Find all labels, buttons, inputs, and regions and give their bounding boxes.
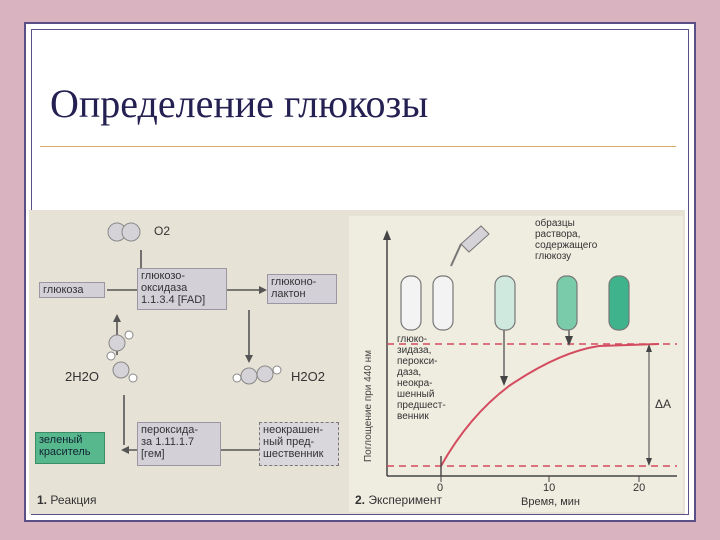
- x-tick-0: 0: [437, 482, 444, 494]
- x-tick-10: 10: [543, 482, 556, 494]
- arrowhead-water: [113, 314, 121, 322]
- precursor-line-2: ный пред-: [263, 436, 315, 448]
- o2-molecule: [107, 222, 141, 242]
- water-molecule: [106, 330, 138, 383]
- title-divider: [40, 146, 676, 147]
- samples-label: образцы раствора, содержащего глюкозу: [535, 218, 597, 262]
- oxidase-line-2: оксидаза: [141, 282, 188, 294]
- pipette: [450, 225, 490, 267]
- absorbance-curve: [440, 343, 660, 467]
- o2-label: O2: [154, 224, 171, 238]
- slide: Определение глюкозы: [24, 22, 696, 522]
- green-dye-box: зеленый краситель: [35, 432, 105, 464]
- peroxidase-box: пероксида- за 1.11.1.7 [гем]: [137, 422, 221, 466]
- reagent-line-8: венник: [397, 411, 429, 422]
- reagent-line-2: зидаза,: [397, 345, 432, 356]
- precursor-box: неокрашен- ный пред- шественник: [259, 422, 339, 466]
- samples-line-3: содержащего: [535, 240, 598, 251]
- perox-line-3: [гем]: [141, 448, 165, 460]
- perox-line-1: пероксида-: [141, 424, 199, 436]
- gluconolactone-box: глюконо- лактон: [267, 274, 337, 304]
- reagent-line-3: перокси-: [397, 356, 438, 367]
- tube-2: [432, 275, 454, 331]
- delta-a-label: ΔA: [655, 397, 672, 411]
- arrowhead-dye: [121, 446, 129, 454]
- experiment-panel: образцы раствора, содержащего глюкозу По…: [349, 216, 683, 512]
- glucose-oxidase-box: глюкозо- оксидаза 1.1.3.4 [FAD]: [137, 268, 227, 310]
- slide-title: Определение глюкозы: [50, 81, 429, 126]
- experiment-caption-text: Эксперимент: [368, 493, 442, 507]
- reagent-line-7: предшест-: [397, 400, 446, 411]
- test-tubes: [400, 275, 630, 331]
- oxidase-line-1: глюкозо-: [141, 270, 186, 282]
- lactone-line-2: лактон: [271, 288, 306, 300]
- tube-3: [494, 275, 516, 331]
- reagent-line-4: даза,: [397, 367, 422, 378]
- experiment-caption: 2. Эксперимент: [355, 493, 442, 507]
- reaction-arrows: [106, 222, 282, 454]
- x-tick-20: 20: [633, 482, 646, 494]
- oxidase-line-3: 1.1.3.4 [FAD]: [141, 294, 206, 306]
- pointer-arrowhead-2: [565, 336, 573, 346]
- water-label: 2H2O: [65, 369, 99, 384]
- y-axis-label: Поглощение при 440 нм: [363, 349, 374, 462]
- experiment-graph: [383, 225, 677, 482]
- glucose-figure: O2 глюкоза глюкозо- оксидаза 1.1.3.4 [FA…: [29, 210, 685, 514]
- arrowhead-lactone: [259, 286, 267, 294]
- reagents-label: глюко- зидаза, перокси- даза, неокра- ше…: [397, 334, 446, 422]
- perox-line-2: за 1.11.1.7: [141, 436, 195, 448]
- experiment-caption-num: 2.: [355, 493, 366, 507]
- h2o2-molecule: [232, 365, 282, 385]
- tube-4: [556, 275, 578, 331]
- dye-line-2: краситель: [39, 446, 91, 458]
- y-axis-arrowhead: [383, 230, 391, 240]
- samples-line-4: глюкозу: [535, 251, 572, 262]
- glucose-box: глюкоза: [39, 282, 105, 298]
- x-axis-label: Время, мин: [521, 496, 580, 508]
- samples-line-1: образцы: [535, 218, 575, 229]
- delta-arrow-up: [646, 344, 652, 352]
- pointer-arrowhead-1: [500, 376, 508, 386]
- reagent-line-6: шенный: [397, 389, 435, 400]
- tube-1: [400, 275, 422, 331]
- samples-line-2: раствора,: [535, 229, 581, 240]
- reagent-line-1: глюко-: [397, 334, 428, 345]
- lactone-line-1: глюконо-: [271, 276, 317, 288]
- precursor-line-1: неокрашен-: [263, 424, 324, 436]
- h2o2-label: H2O2: [291, 369, 325, 384]
- reagent-line-5: неокра-: [397, 378, 433, 389]
- reaction-caption-text: Реакция: [50, 493, 97, 507]
- arrowhead-h2o2: [245, 355, 253, 363]
- reaction-caption: 1. Реакция: [37, 493, 97, 507]
- precursor-line-3: шественник: [263, 448, 324, 460]
- reaction-caption-num: 1.: [37, 493, 48, 507]
- tube-5: [608, 275, 630, 331]
- delta-arrow-down: [646, 458, 652, 466]
- dye-line-1: зеленый: [39, 434, 83, 446]
